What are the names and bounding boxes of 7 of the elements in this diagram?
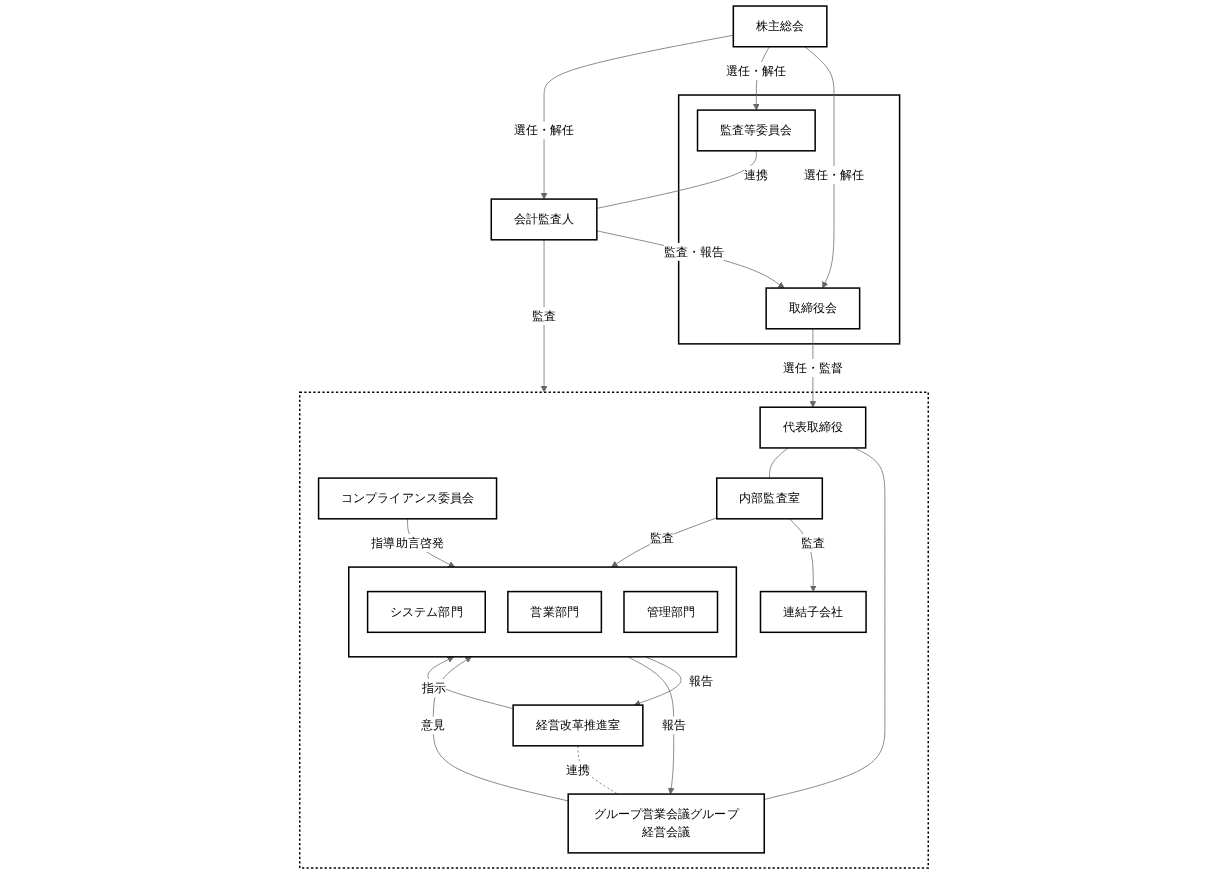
connector [596, 150, 757, 209]
connector [769, 447, 789, 479]
cluster [298, 391, 930, 869]
connector [763, 447, 886, 800]
connector [577, 745, 619, 795]
cluster [677, 94, 901, 345]
cluster [348, 566, 738, 658]
